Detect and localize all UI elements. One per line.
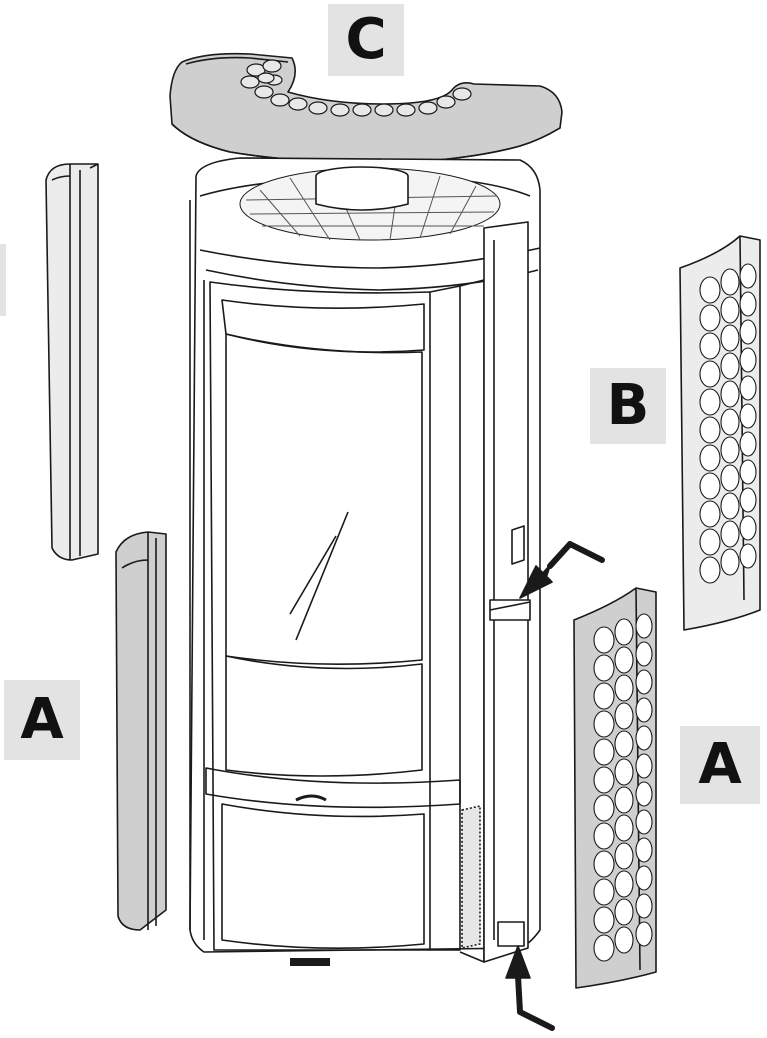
label-a-right: A: [680, 726, 760, 804]
flue-collar: [315, 166, 409, 211]
left-lower-panel-a: [115, 531, 167, 931]
lower-right-panel-a: [573, 587, 657, 989]
panel-b-holes: [699, 263, 757, 584]
stove-body: [189, 157, 541, 966]
panel-a-holes: [593, 613, 653, 962]
top-cover-holes: [240, 59, 472, 117]
top-cover-c: [169, 52, 563, 165]
label-c: C: [328, 4, 404, 76]
upper-right-panel-b: [679, 235, 761, 631]
arrow-icon: [519, 541, 605, 599]
arrow-icon: [505, 945, 555, 1031]
partial-label-edge: [0, 244, 6, 316]
label-b: B: [590, 368, 666, 444]
left-upper-panel: [45, 163, 99, 561]
label-a-left: A: [4, 680, 80, 760]
